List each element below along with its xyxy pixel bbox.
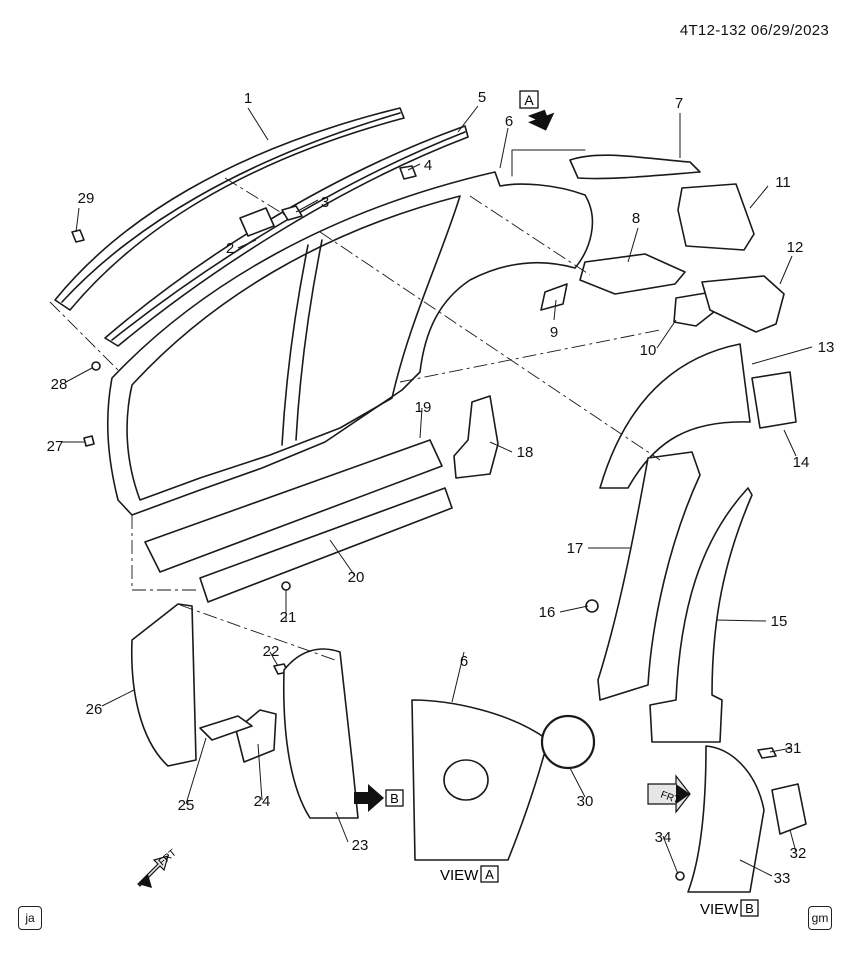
part-plate-25 (199, 715, 253, 741)
part-panel-23 (282, 648, 359, 819)
part-wheelhouse-13 (599, 343, 751, 489)
callout-30: 30 (577, 793, 594, 810)
part-clip-28 (91, 361, 101, 371)
part-roof-rail-outer (54, 107, 405, 311)
part-pin-21 (281, 581, 291, 591)
callout-19: 19 (415, 399, 432, 416)
corner-badge-left-text: ja (25, 911, 35, 925)
callout-17: 17 (567, 540, 584, 557)
callout-26: 26 (86, 701, 103, 718)
part-panel-11 (677, 183, 755, 251)
callout-6-view-a: 6 (460, 653, 468, 670)
part-pillar-15 (649, 487, 753, 743)
document-header: 4T12-132 06/29/2023 (680, 22, 829, 39)
part-panel-8 (579, 253, 686, 295)
callout-25: 25 (178, 797, 195, 814)
view-a-caption: VIEW A (440, 865, 499, 884)
callout-31: 31 (785, 740, 802, 757)
callout-24: 24 (254, 793, 271, 810)
callout-27: 27 (47, 438, 64, 455)
part-clip-29 (71, 229, 85, 243)
part-rocker-inner-19 (144, 439, 443, 573)
frt-label-left: FRT (157, 847, 179, 868)
part-roof-rail-inner (104, 125, 469, 347)
part-rocker-outer-20 (199, 487, 453, 603)
part-grommet-16 (585, 599, 599, 613)
callout-23: 23 (352, 837, 369, 854)
view-a-flag-letter: A (524, 92, 534, 108)
callout-33: 33 (774, 870, 791, 887)
part-bracket-4 (399, 165, 417, 180)
frt-arrow-view-b: FRT (647, 774, 691, 814)
part-plate-9 (540, 283, 568, 311)
view-a-arrow-icon (527, 109, 555, 131)
callout-32: 32 (790, 845, 807, 862)
callout-7: 7 (675, 95, 683, 112)
callout-6: 6 (505, 113, 513, 130)
view-a-fuel-opening (443, 759, 489, 801)
part-bracket-24 (235, 709, 277, 763)
part-rear-header-7 (569, 154, 701, 180)
callout-12: 12 (787, 239, 804, 256)
callout-11: 11 (775, 174, 791, 191)
callout-20: 20 (348, 569, 365, 586)
callout-13: 13 (818, 339, 835, 356)
view-b-caption-word: VIEW (700, 901, 739, 918)
part-bracket-32 (771, 783, 807, 835)
view-b-caption-letter: B (745, 901, 754, 916)
part-panel-12 (701, 275, 785, 333)
callout-8: 8 (632, 210, 640, 227)
view-b-caption: VIEW B (700, 899, 759, 918)
callout-29: 29 (78, 190, 95, 207)
callout-2: 2 (226, 240, 234, 257)
frt-arrow-icon (647, 774, 691, 814)
callout-3: 3 (321, 194, 329, 211)
callout-1: 1 (244, 90, 252, 107)
part-panel-14 (751, 371, 797, 429)
callout-28: 28 (51, 376, 68, 393)
callout-16: 16 (539, 604, 556, 621)
part-bracket-18 (453, 395, 499, 479)
callout-4: 4 (424, 157, 432, 174)
callout-22: 22 (263, 643, 280, 660)
corner-badge-right-text: gm (811, 911, 829, 925)
part-bracket-2 (239, 207, 275, 237)
callout-15: 15 (771, 613, 788, 630)
document-code: 4T12-132 (679, 22, 747, 39)
part-pillar-17 (597, 451, 701, 701)
document-date: 06/29/2023 (750, 22, 829, 39)
callout-5: 5 (478, 89, 486, 106)
corner-badge-left: ja (18, 906, 42, 930)
callout-34: 34 (655, 829, 672, 846)
frt-arrow-lower-left: FRT (137, 847, 179, 888)
callout-21: 21 (280, 609, 297, 626)
callout-9: 9 (550, 324, 558, 341)
part-bracket-3 (281, 205, 303, 221)
part-clip-31 (757, 747, 777, 759)
part-hinge-pillar-26 (130, 603, 197, 767)
view-a-caption-letter: A (485, 867, 494, 882)
view-b-flag: B (354, 784, 404, 812)
callout-18: 18 (517, 444, 534, 461)
part-clip-27 (83, 435, 95, 447)
view-b-flag-letter: B (390, 791, 399, 806)
corner-badge-right: gm (808, 906, 832, 930)
part-body-side-outer (106, 171, 594, 516)
callout-10: 10 (640, 342, 657, 359)
callout-14: 14 (793, 454, 810, 471)
part-fuel-door-30 (540, 714, 596, 770)
view-b-panel-33 (687, 745, 765, 893)
view-a-caption-word: VIEW (440, 867, 479, 884)
view-a-flag: A (519, 90, 555, 131)
